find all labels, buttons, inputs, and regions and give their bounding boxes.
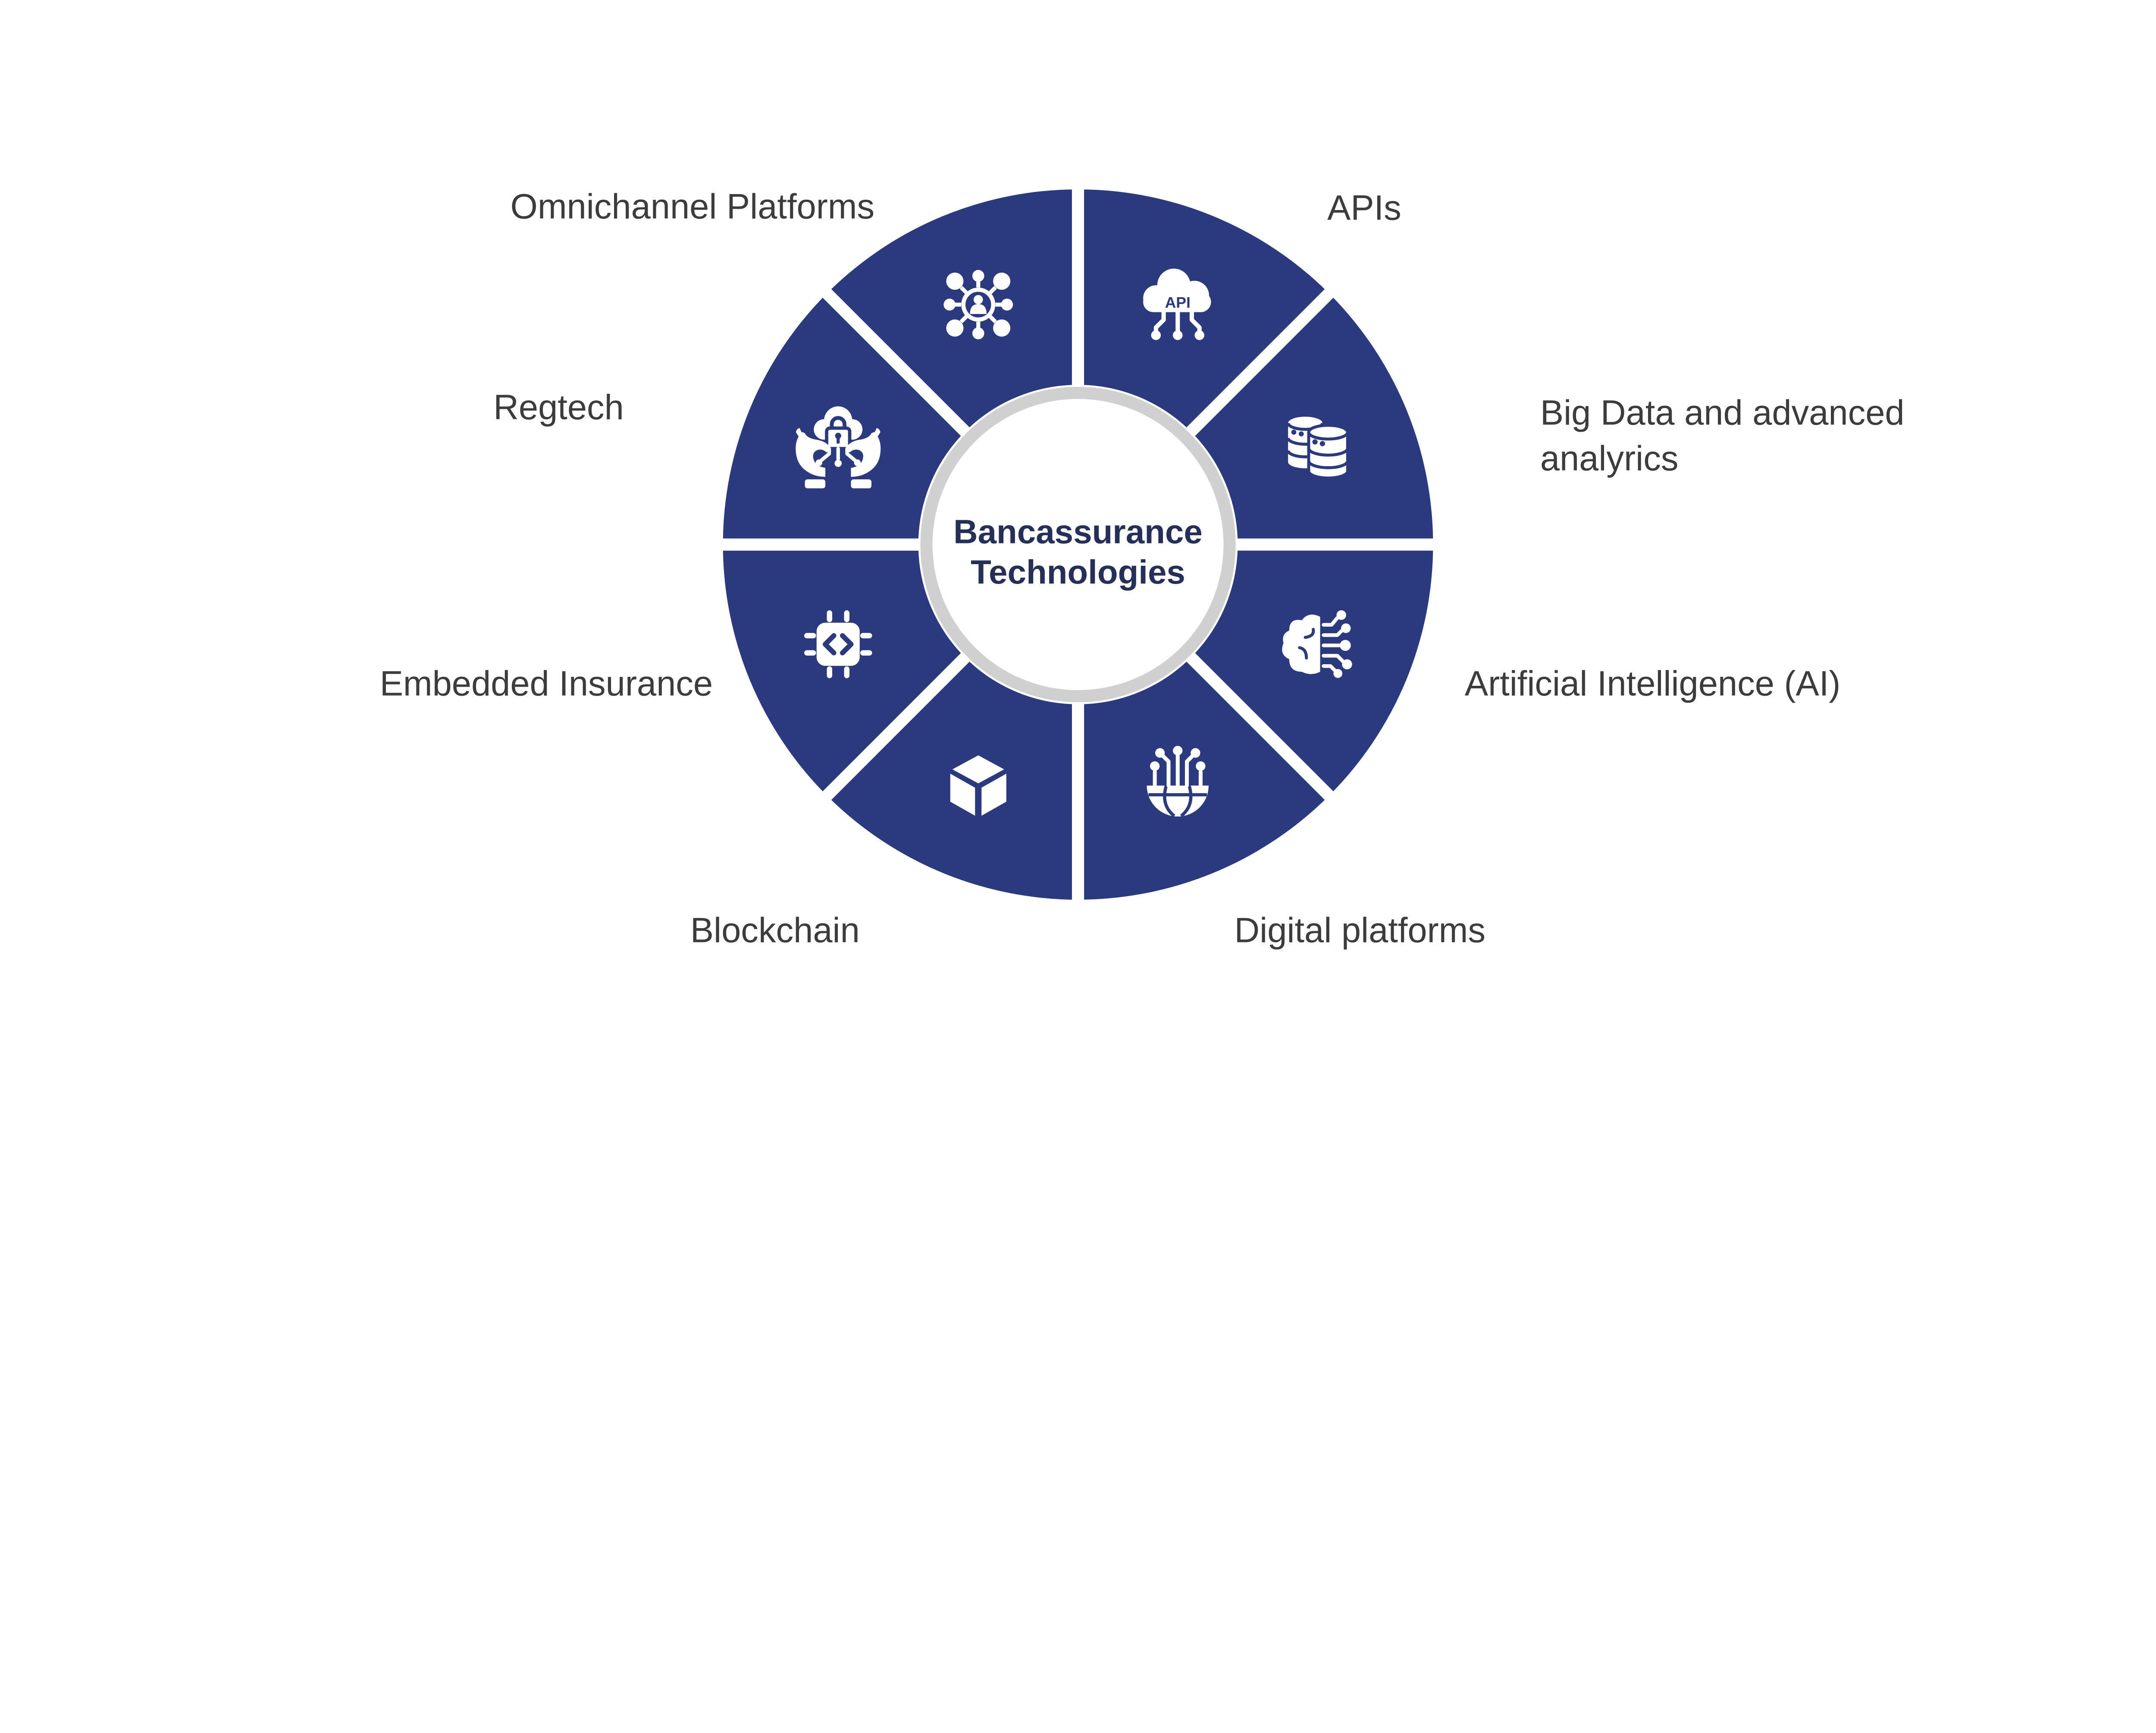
label-blockchain: Blockchain: [690, 910, 860, 951]
regtech-hands-cloud-lock-icon: [796, 406, 881, 489]
api-icon-text: API: [1165, 294, 1191, 311]
center-title-line2: Technologies: [971, 554, 1185, 592]
embedded-chip-code-icon: [804, 610, 872, 678]
label-apis: APIs: [1327, 187, 1401, 228]
label-omnichannel-platforms: Omnichannel Platforms: [510, 186, 875, 226]
label-regtech: Regtech: [493, 386, 624, 427]
center-circle: [920, 386, 1236, 703]
api-cloud-icon: API: [1143, 268, 1211, 340]
omnichannel-network-icon: [943, 270, 1013, 339]
bancassurance-technologies-diagram: API: [379, 183, 1905, 951]
left-hand: [796, 428, 830, 489]
right-hand: [846, 428, 881, 489]
ai-brain-circuit-icon: [1282, 610, 1352, 678]
big-data-databases-icon: [1286, 417, 1349, 480]
digital-globe-circuit-icon: [1147, 746, 1209, 817]
label-artificial-intelligence: Artificial Intelligence (AI): [1464, 663, 1841, 704]
label-embedded-insurance: Embedded Insurance: [379, 663, 713, 704]
wheel-center-title: Bancassurance Technologies: [876, 512, 1280, 593]
technology-wheel: API: [717, 183, 1439, 906]
center-title-line1: Bancassurance: [953, 513, 1203, 552]
label-big-data-advanced-analytics: Big Data and advanced analyrics: [1540, 392, 1905, 479]
label-digital-platforms: Digital platforms: [1234, 910, 1486, 951]
